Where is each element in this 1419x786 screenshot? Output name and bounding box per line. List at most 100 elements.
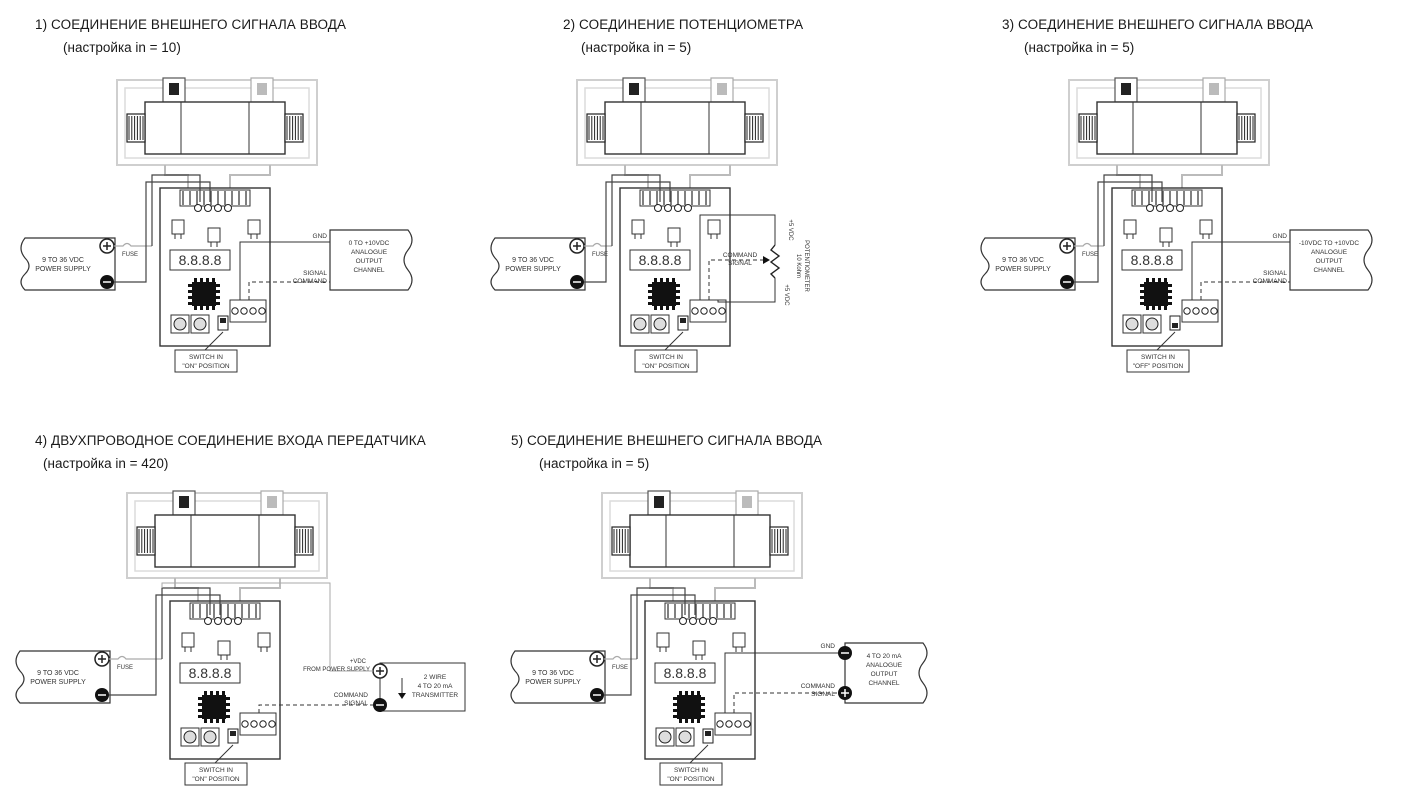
valve-body <box>144 101 286 155</box>
chip-pin <box>200 278 203 282</box>
power-wire <box>1103 174 1153 246</box>
chip-pin <box>226 715 230 718</box>
dip-switch-lever <box>1172 323 1178 328</box>
switch-label-line1: SWITCH IN <box>674 767 708 774</box>
switch-callout-box <box>634 349 698 373</box>
switch-callout-box <box>184 762 248 786</box>
panel-title: 5) СОЕДИНЕНИЕ ВНЕШНЕГО СИГНАЛА ВВОДА <box>511 433 823 448</box>
pot-supply-wire <box>699 214 776 300</box>
power-supply-label-line1: 9 TO 36 VDC <box>37 670 79 677</box>
chip-pin <box>672 278 675 282</box>
seven-seg-display <box>179 662 241 684</box>
chip-pin <box>204 691 207 695</box>
solenoid-coil <box>611 526 631 556</box>
switch-callout-line <box>204 331 224 351</box>
valve-body <box>154 514 296 568</box>
chip-pin <box>676 284 680 287</box>
microcontroller-chip <box>192 282 216 306</box>
fuse-wire <box>584 242 612 247</box>
trimmer-knob-dial <box>678 730 692 744</box>
chip-pin <box>1152 278 1155 282</box>
pot-label-ohm: 10 Kohm <box>795 254 801 278</box>
switch-label-line2: "OFF" POSITION <box>1133 363 1184 370</box>
seven-seg-display <box>1121 249 1183 271</box>
valve-wire <box>1181 165 1223 188</box>
input-terminal-screw <box>709 307 717 315</box>
input-terminal-screw <box>258 307 266 315</box>
chip-pin <box>1168 302 1172 305</box>
switch-callout-line <box>664 331 684 351</box>
terminal-screw <box>699 617 707 625</box>
switch-label-line1: SWITCH IN <box>189 354 223 361</box>
chip-pin <box>198 709 202 712</box>
terminal-screw <box>1146 204 1154 212</box>
channel-label: -10VDC TO +10VDC <box>1299 240 1360 247</box>
connector-right-pin <box>742 496 752 508</box>
chip-pin <box>188 290 192 293</box>
fuse-wire <box>109 655 162 660</box>
microcontroller-chip <box>677 695 701 719</box>
valve-body <box>629 514 771 568</box>
analogue-channel-box <box>329 229 413 291</box>
input-terminal-screw <box>249 307 257 315</box>
terminal-screw <box>654 204 662 212</box>
board-component <box>1123 219 1137 235</box>
terminal-screw <box>1156 204 1164 212</box>
chip-pin <box>654 306 657 310</box>
wire-label-command: COMMAND <box>801 683 836 690</box>
chip-pin <box>1146 306 1149 310</box>
connector-left-pin <box>654 496 664 508</box>
chip-pin <box>701 715 705 718</box>
display-digits: 8.8.8.8 <box>189 665 232 681</box>
trimmer-knob-dial <box>1125 317 1139 331</box>
connector-right-pin <box>257 83 267 95</box>
switch-callout-line <box>214 744 234 764</box>
switch-label-line1: SWITCH IN <box>649 354 683 361</box>
chip-pin <box>1140 290 1144 293</box>
wire-label-signal: SIGNAL <box>811 691 835 698</box>
channel-label: OUTPUT <box>871 671 898 678</box>
terminal-screw <box>214 204 222 212</box>
ground-wire <box>604 594 696 696</box>
chip-pin <box>216 284 220 287</box>
wire-label-command: COMMAND <box>293 278 328 285</box>
terminal-screw <box>689 617 697 625</box>
wire-label-command: COMMAND <box>334 692 369 699</box>
chip-pin <box>204 719 207 723</box>
channel-label: 4 TO 20 mA <box>867 653 902 660</box>
chip-pin <box>673 697 677 700</box>
channel-label: ANALOGUE <box>866 662 903 669</box>
terminal-screw <box>204 204 212 212</box>
switch-callout-line <box>1156 331 1176 351</box>
input-terminal-screw <box>268 720 276 728</box>
terminal-screw <box>679 617 687 625</box>
power-supply-label-line1: 9 TO 36 VDC <box>512 257 554 264</box>
input-terminal-screw <box>691 307 699 315</box>
solenoid-coil <box>586 113 606 143</box>
microcontroller-chip <box>1144 282 1168 306</box>
board-component <box>181 632 195 648</box>
panel-setting: (настройка in = 5) <box>581 40 692 55</box>
switch-callout-box <box>1126 349 1190 373</box>
pot-label-name: POTENTIOMETER <box>803 240 809 292</box>
solenoid-coil <box>1078 113 1098 143</box>
chip-pin <box>648 284 652 287</box>
power-supply-label-line2: POWER SUPPLY <box>995 266 1051 273</box>
solenoid-coil <box>769 526 789 556</box>
switch-label-line1: SWITCH IN <box>199 767 233 774</box>
panel-title: 4) ДВУХПРОВОДНОЕ СОЕДИНЕНИЕ ВХОДА ПЕРЕДА… <box>35 433 426 448</box>
wire-label-command: COMMAND <box>723 252 758 259</box>
connector-left-pin <box>179 496 189 508</box>
chip-pin <box>648 302 652 305</box>
power-supply-label-line2: POWER SUPPLY <box>505 266 561 273</box>
board-component <box>707 219 721 235</box>
valve-wire <box>239 578 281 601</box>
wire-label-signal: SIGNAL <box>728 260 752 267</box>
gnd-wire <box>724 652 838 713</box>
fuse-wire <box>1074 242 1104 247</box>
fuse-label: FUSE <box>117 665 133 671</box>
chip-pin <box>212 278 215 282</box>
terminal-screw <box>1166 204 1174 212</box>
